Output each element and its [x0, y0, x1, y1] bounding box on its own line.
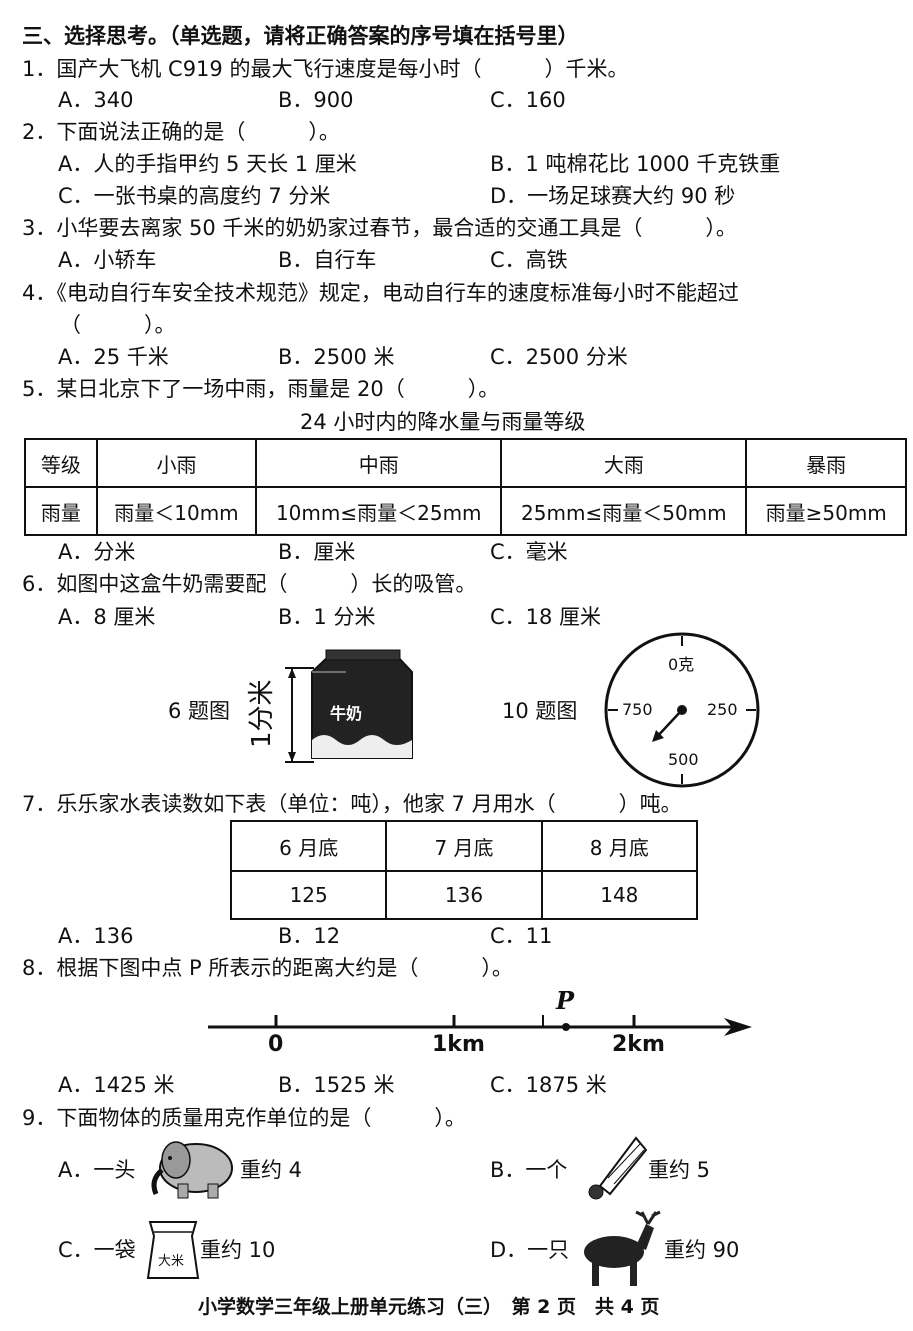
- q7-option-c: C．11: [490, 924, 553, 948]
- milk-box-label: 牛奶: [330, 704, 363, 723]
- table-cell: 136: [385, 870, 543, 920]
- table-cell: 雨量: [24, 486, 98, 536]
- q4-option-c: C．2500 分米: [490, 345, 628, 369]
- q6-option-a: A．8 厘米: [58, 605, 156, 629]
- q9-option-a-suffix: 重约 4: [240, 1158, 303, 1182]
- tick-label-0: 0: [268, 1032, 284, 1057]
- q9-option-d-suffix: 重约 90: [664, 1238, 740, 1262]
- q9-option-a-prefix: A．一头: [58, 1158, 136, 1182]
- q5-option-b: B．厘米: [278, 540, 356, 564]
- point-p-label: P: [556, 986, 575, 1015]
- table-cell: 10mm≤雨量＜25mm: [255, 486, 503, 536]
- q8-option-a: A．1425 米: [58, 1073, 175, 1097]
- q1-stem: 1．国产大飞机 C919 的最大飞行速度是每小时（ ）千米。: [22, 57, 629, 81]
- q8-stem: 8．根据下图中点 P 所表示的距离大约是（ ）。: [22, 956, 513, 980]
- fig10-label: 10 题图: [502, 699, 578, 723]
- tick-label-2km: 2km: [612, 1032, 665, 1057]
- q6-option-c: C．18 厘米: [490, 605, 602, 629]
- table-header-cell: 等级: [24, 438, 98, 488]
- q7-stem: 7．乐乐家水表读数如下表（单位：吨），他家 7 月用水（ ）吨。: [22, 792, 682, 816]
- q9-option-b-suffix: 重约 5: [648, 1158, 711, 1182]
- q9-option-c-suffix: 重约 10: [200, 1238, 276, 1262]
- q3-option-c: C．高铁: [490, 248, 568, 272]
- q2-stem: 2．下面说法正确的是（ ）。: [22, 120, 340, 144]
- q2-option-c: C．一张书桌的高度约 7 分米: [58, 184, 331, 208]
- table-cell: 25mm≤雨量＜50mm: [500, 486, 748, 536]
- q5-option-a: A．分米: [58, 540, 136, 564]
- q4-stem: 4．《电动自行车安全技术规范》规定，电动自行车的速度标准每小时不能超过: [22, 281, 739, 305]
- table-header-cell: 暴雨: [745, 438, 907, 488]
- q9-stem: 9．下面物体的质量用克作单位的是（ ）。: [22, 1106, 466, 1130]
- dimension-label: 1分米: [247, 679, 277, 748]
- rice-bag-label: 大米: [158, 1254, 185, 1269]
- q5-option-c: C．毫米: [490, 540, 568, 564]
- fig6-label: 6 题图: [168, 699, 231, 723]
- q7-option-b: B．12: [278, 924, 341, 948]
- q2-option-b: B．1 吨棉花比 1000 千克铁重: [490, 152, 781, 176]
- q4-option-b: B．2500 米: [278, 345, 395, 369]
- q1-option-a: A．340: [58, 88, 134, 112]
- q5-table-title: 24 小时内的降水量与雨量等级: [300, 410, 586, 434]
- q4-stem-cont: （ ）。: [60, 313, 176, 337]
- table-header-cell: 8 月底: [540, 820, 699, 872]
- q5-stem: 5．某日北京下了一场中雨，雨量是 20（ ）。: [22, 377, 500, 401]
- dial-label-500: 500: [668, 750, 699, 769]
- q6-stem: 6．如图中这盒牛奶需要配（ ）长的吸管。: [22, 572, 477, 596]
- q9-option-b-prefix: B．一个: [490, 1158, 568, 1182]
- water-meter-table: 6 月底 7 月底 8 月底 125 136 148: [229, 820, 699, 920]
- q1-option-b: B．900: [278, 88, 354, 112]
- q2-option-a: A．人的手指甲约 5 天长 1 厘米: [58, 152, 357, 176]
- table-cell: 125: [229, 870, 388, 920]
- tick-label-1km: 1km: [432, 1032, 485, 1057]
- table-header-cell: 小雨: [95, 438, 258, 488]
- section-title: 三、选择思考。（单选题，请将正确答案的序号填在括号里）: [22, 24, 579, 48]
- q3-stem: 3．小华要去离家 50 千米的奶奶家过春节，最合适的交通工具是（ ）。: [22, 216, 737, 240]
- q2-option-d: D．一场足球赛大约 90 秒: [490, 184, 736, 208]
- q9-option-d-prefix: D．一只: [490, 1238, 570, 1262]
- dial-label-750: 750: [622, 700, 653, 719]
- table-cell: 雨量＜10mm: [95, 486, 258, 536]
- page-footer: 小学数学三年级上册单元练习（三） 第 2 页 共 4 页: [198, 1296, 660, 1318]
- dial-label-250: 250: [707, 700, 738, 719]
- q8-option-b: B．1525 米: [278, 1073, 395, 1097]
- rain-level-table: 等级 小雨 中雨 大雨 暴雨 雨量 雨量＜10mm 10mm≤雨量＜25mm 2…: [24, 438, 907, 536]
- q3-option-b: B．自行车: [278, 248, 377, 272]
- table-header-cell: 大雨: [500, 438, 748, 488]
- q1-option-c: C．160: [490, 88, 566, 112]
- q9-option-c-prefix: C．一袋: [58, 1238, 136, 1262]
- q6-option-b: B．1 分米: [278, 605, 376, 629]
- dial-label-0: 0克: [668, 655, 695, 674]
- table-header-cell: 7 月底: [385, 820, 543, 872]
- q3-option-a: A．小轿车: [58, 248, 157, 272]
- table-cell: 雨量≥50mm: [745, 486, 907, 536]
- table-cell: 148: [540, 870, 699, 920]
- q4-option-a: A．25 千米: [58, 345, 169, 369]
- q7-option-a: A．136: [58, 924, 134, 948]
- table-header-cell: 中雨: [255, 438, 503, 488]
- table-header-cell: 6 月底: [229, 820, 388, 872]
- q8-option-c: C．1875 米: [490, 1073, 607, 1097]
